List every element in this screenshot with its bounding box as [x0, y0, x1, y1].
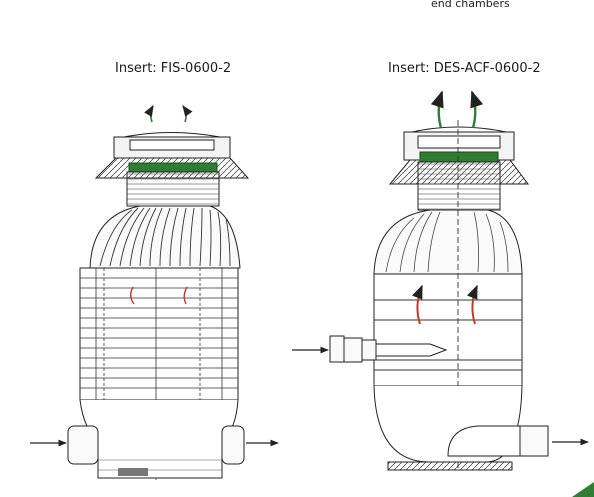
right-green-arrows: [430, 90, 484, 129]
left-body-ribs: [80, 268, 238, 480]
right-chamber: [329, 120, 549, 471]
right-dome: [373, 209, 523, 275]
top-caption: end chambers: [431, 0, 510, 10]
left-dome: [89, 205, 241, 269]
right-neck: [417, 161, 501, 211]
left-filter-insert: [128, 162, 218, 173]
left-neck: [126, 171, 220, 207]
left-chamber: [67, 132, 250, 480]
left-insert-label: Insert: FIS-0600-2: [115, 61, 232, 76]
right-inlet-pipe: [329, 335, 448, 363]
right-red-arrows: [411, 284, 478, 325]
left-red-arrows: [130, 286, 188, 305]
right-filter-insert: [419, 151, 499, 163]
left-green-arrows: [144, 105, 193, 123]
left-inlet-pipe: [67, 425, 99, 465]
left-outlet-pipe: [221, 425, 245, 465]
right-insert-label: Insert: DES-ACF-0600-2: [388, 61, 541, 76]
right-base-plate: [387, 461, 513, 471]
right-body: [373, 273, 523, 387]
right-outlet-pipe: [519, 425, 549, 457]
corner-mark: [572, 482, 594, 497]
left-base: [79, 399, 239, 479]
